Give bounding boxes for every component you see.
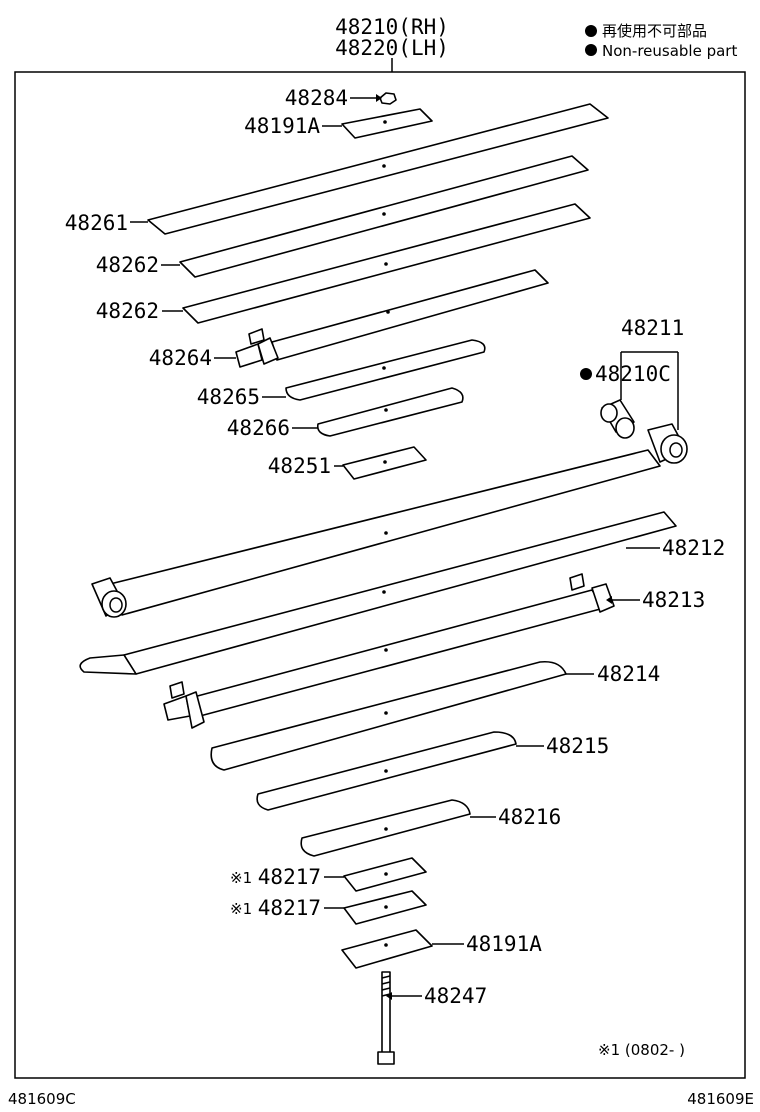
center-bolt-48247 [377,971,422,1065]
pad-48217-b [324,890,427,925]
label-48251: 48251 [268,454,331,478]
label-48211: 48211 [621,316,684,340]
leaf-48215 [256,731,544,811]
label-48261: 48261 [65,211,128,235]
leaf-48213 [163,573,640,729]
non-reusable-dot-icon [585,44,597,56]
footer-code-left: 481609C [8,1090,76,1108]
label-48191a-bottom: 48191A [466,932,542,956]
label-48262-b: 48262 [96,299,159,323]
leaf-48214 [210,660,594,771]
pad-48191a-top [322,108,433,139]
diagram-frame [14,71,746,1079]
leaf-48264 [214,269,549,368]
pad-48251 [334,446,427,480]
label-48210c: 48210C [595,362,671,386]
label-48217-b: 48217 [258,896,321,920]
label-48264: 48264 [149,346,212,370]
leaf-48261 [130,103,609,235]
label-48212: 48212 [662,536,725,560]
label-48266: 48266 [227,416,290,440]
leaf-48262-a [161,155,589,278]
label-48191a-top: 48191A [244,114,320,138]
nut-48284 [350,92,397,105]
main-leaf-48211 [91,351,688,618]
assembly-rh-label: 48210(RH) [335,15,449,39]
label-48217-a: 48217 [258,865,321,889]
label-48262-a: 48262 [96,253,159,277]
footnote: ※1 (0802- ) [598,1041,685,1059]
leaf-48266 [292,387,464,437]
leaf-48216 [300,799,496,857]
legend-jp: 再使用不可部品 [602,22,707,40]
mark-48217-b: ※1 [230,900,252,918]
label-48214: 48214 [597,662,660,686]
label-48213: 48213 [642,588,705,612]
pad-48217-a [324,857,427,892]
label-48265: 48265 [197,385,260,409]
label-48216: 48216 [498,805,561,829]
bushing-48210c [580,352,635,439]
leaf-48262-b [162,203,591,324]
label-48215: 48215 [546,734,609,758]
non-reusable-dot-icon [585,25,597,37]
mark-48217-a: ※1 [230,869,252,887]
label-48284: 48284 [285,86,348,110]
label-48247: 48247 [424,984,487,1008]
leaf-48212 [79,511,677,675]
legend-en: Non-reusable part [602,42,737,60]
assembly-lh-label: 48220(LH) [335,36,449,60]
leaf-48265 [262,339,486,401]
footer-code-right: 481609E [687,1090,754,1108]
pad-48191a-bottom [341,929,464,969]
